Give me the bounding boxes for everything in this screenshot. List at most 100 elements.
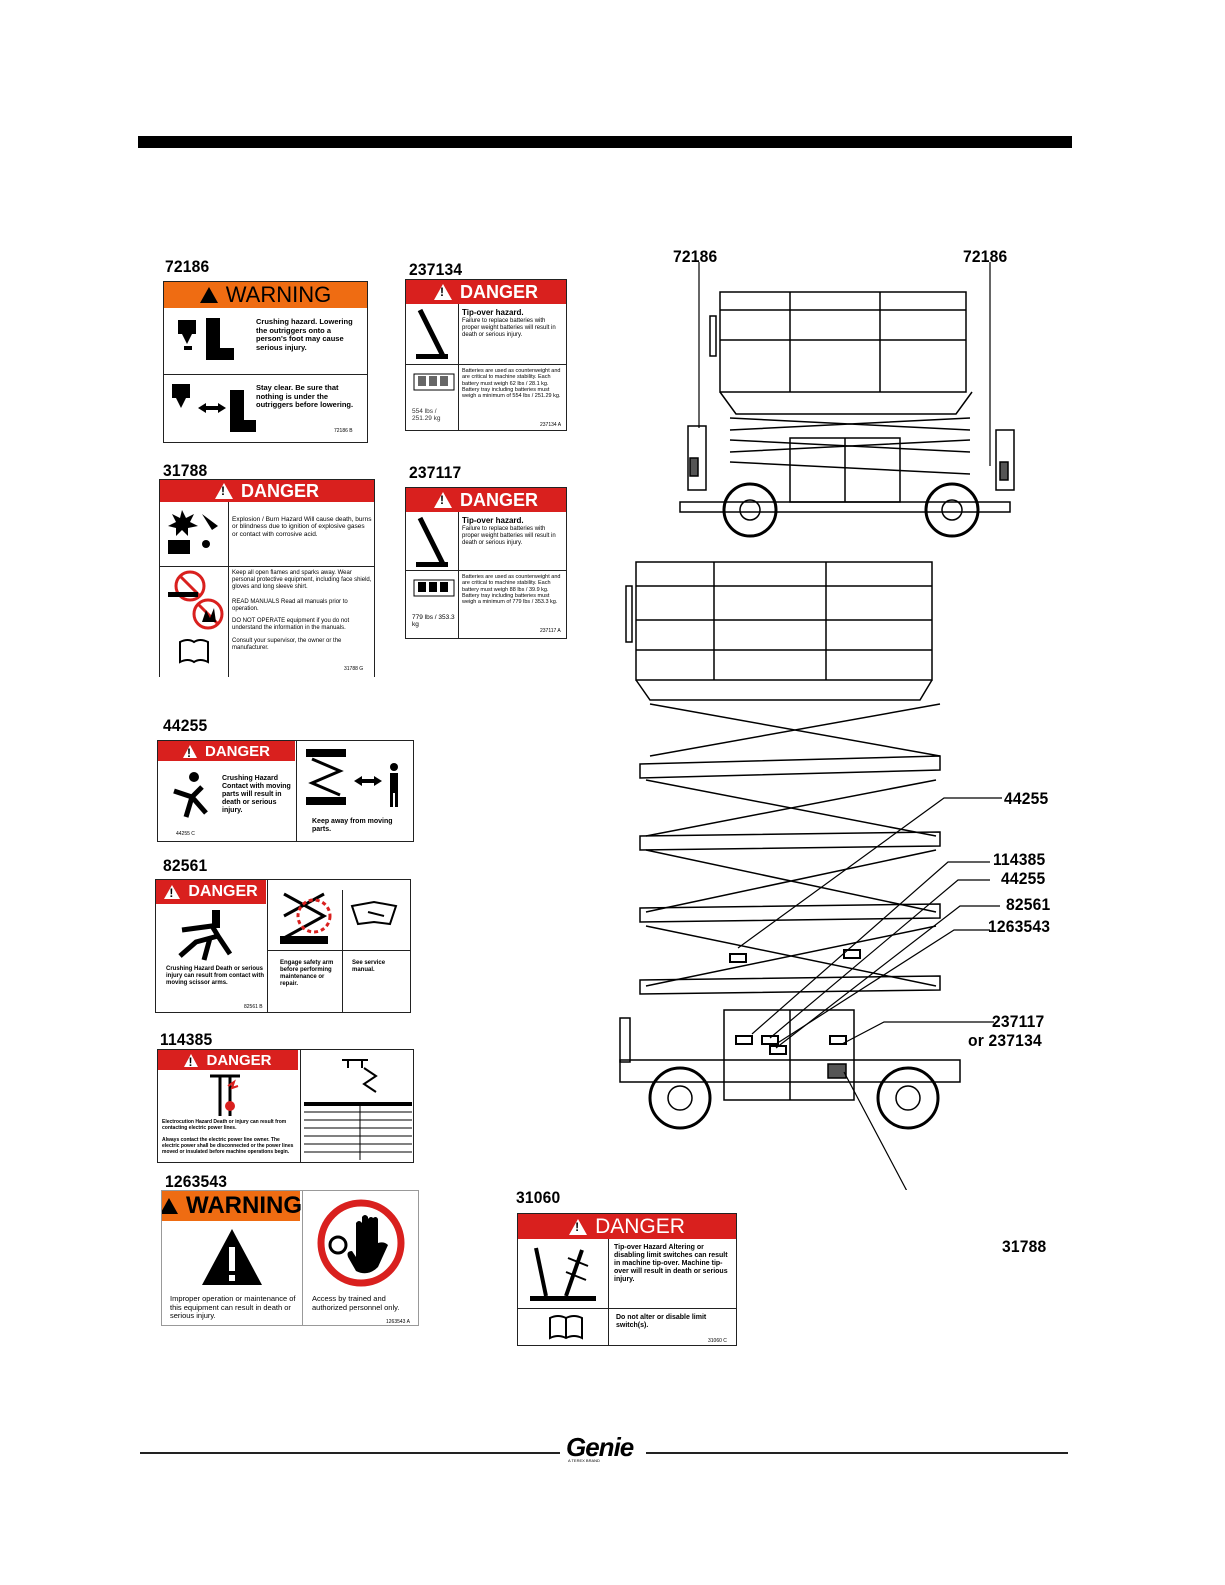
alert-triangle-icon (184, 1053, 199, 1069)
decal-31788: DANGER Explosion / Burn Hazard Will caus… (159, 479, 375, 677)
callout-72186-left: 72186 (673, 247, 718, 266)
decal-code: 44255 C (176, 831, 195, 837)
decal-text-1: Electrocution Hazard Death or injury can… (162, 1119, 287, 1131)
decal-114385: DANGER Electrocution Hazard Death or inj… (157, 1049, 414, 1163)
callout-44255-a: 44255 (1004, 789, 1049, 808)
explosion-acid-icon (168, 510, 218, 554)
callout-237117: 237117 (992, 1012, 1045, 1031)
alert-triangle-icon (214, 483, 233, 499)
decal-text-3: READ MANUALS Read all manuals prior to o… (232, 599, 348, 612)
decal-text-4: DO NOT OPERATE equipment if you do not u… (232, 618, 350, 631)
alert-triangle-icon (164, 885, 181, 900)
decal-text-2: Keep all open flames and sparks away. We… (232, 570, 372, 590)
decal-code: 31788 G (344, 666, 364, 672)
battery-weight: 779 lbs / 353.3 kg (412, 614, 455, 629)
danger-header: DANGER (156, 880, 266, 904)
decal-number-114385: 114385 (160, 1030, 213, 1049)
footer-rule-right (646, 1452, 1068, 1454)
decal-number-31788: 31788 (163, 461, 208, 480)
danger-header: DANGER (406, 280, 566, 304)
decal-text-2: Always contact the electric power line o… (162, 1137, 294, 1155)
top-rule (138, 136, 1072, 148)
callout-44255-b: 44255 (1001, 869, 1046, 888)
decal-237117: DANGER Tip-over hazard.Failure to replac… (405, 487, 567, 639)
decal-text-2: Access by trained and authorized personn… (312, 1294, 400, 1312)
machine-drawing (619, 262, 1015, 1190)
warning-triangle-icon (202, 1229, 262, 1285)
decal-code: 1263543 A (386, 1319, 410, 1325)
warning-header: WARNING (162, 1191, 302, 1221)
decal-text-3: See service manual. (352, 960, 386, 973)
clearance-table (304, 1102, 412, 1160)
decal-text-1: Tip-over hazard.Failure to replace batte… (462, 516, 556, 546)
decal-number-44255: 44255 (163, 716, 208, 735)
safety-arm-icon (280, 892, 332, 944)
electrocution-icon (210, 1074, 240, 1116)
decal-text-1: Crushing Hazard Death or serious injury … (166, 966, 265, 986)
decal-number-82561: 82561 (163, 856, 208, 875)
decal-code: 237134 A (540, 422, 562, 428)
genie-logo: Genie (566, 1432, 634, 1462)
tip-over-icon (416, 516, 448, 568)
callout-72186-right: 72186 (963, 247, 1008, 266)
alert-triangle-icon (162, 1198, 178, 1214)
decal-code: 237117 A (540, 628, 561, 634)
decal-number-237117: 237117 (409, 463, 462, 482)
decal-text-2: Batteries are used as counterweight and … (462, 368, 561, 400)
warning-header: WARNING (164, 282, 367, 308)
stay-clear-icon (172, 384, 256, 432)
callout-1263543: 1263543 (988, 917, 1051, 936)
callout-114385: 114385 (993, 850, 1046, 869)
keep-away-icon (306, 749, 398, 807)
callout-leader-lines (698, 262, 1002, 1190)
decal-text-2: Batteries are used as counterweight and … (462, 574, 561, 606)
crushed-person-icon (178, 910, 233, 961)
decal-text-1: Improper operation or maintenance of thi… (170, 1294, 296, 1321)
callout-82561: 82561 (1006, 895, 1051, 914)
tip-over-icon (416, 308, 448, 360)
danger-header: DANGER (406, 488, 566, 512)
danger-header: DANGER (518, 1214, 736, 1239)
header-label: WARNING (225, 282, 332, 307)
decal-text-1: Tip-over hazard.Failure to replace batte… (462, 308, 556, 338)
foot-crush-icon (178, 318, 234, 360)
decal-code: 31060 C (708, 1338, 727, 1344)
no-access-icon (317, 1199, 405, 1287)
alert-triangle-icon (433, 492, 452, 508)
decal-text-5: Consult your supervisor, the owner or th… (232, 638, 342, 651)
decal-code: 72186 B (334, 428, 353, 434)
callout-31788: 31788 (1002, 1237, 1047, 1256)
decal-31060: DANGER Tip-over Hazard Altering or disab… (517, 1213, 737, 1346)
alert-triangle-icon (199, 287, 218, 303)
footer-rule-left (140, 1452, 560, 1454)
decal-237134: DANGER Tip-over hazard.Failure to replac… (405, 279, 567, 431)
service-manual-icon (350, 900, 398, 926)
decal-number-1263543: 1263543 (165, 1172, 228, 1191)
decal-text-1: Crushing Hazard Contact with moving part… (222, 775, 291, 815)
raised-machine-drawing (619, 561, 961, 1130)
decal-code: 82561 B (244, 1004, 263, 1010)
battery-weight: 554 lbs / 251.29 kg (412, 408, 441, 423)
limit-switch-tip-over-icon (530, 1247, 596, 1301)
alert-triangle-icon (182, 744, 197, 760)
decal-text-2: Keep away from moving parts. (312, 818, 393, 834)
decal-44255: DANGER Crushing Hazard Contact with movi… (157, 740, 414, 842)
decal-text-2: Stay clear. Be sure that nothing is unde… (256, 383, 354, 410)
danger-header: DANGER (160, 480, 374, 502)
alert-triangle-icon (433, 284, 452, 300)
danger-header: DANGER (158, 1050, 298, 1070)
decal-text-2: Engage safety arm before performing main… (280, 960, 334, 987)
decal-1263543: WARNING Improper operation or maintenanc… (161, 1190, 419, 1326)
crushed-person-icon (173, 772, 208, 818)
decal-number-72186: 72186 (165, 257, 210, 276)
no-flame-icon (168, 570, 224, 664)
decal-82561: DANGER Crushing Hazard Death or serious … (155, 879, 411, 1013)
callout-237134: or 237134 (968, 1031, 1042, 1050)
battery-tray-icon (413, 373, 455, 391)
decal-number-237134: 237134 (409, 260, 463, 279)
decal-text-2: Do not alter or disable limit switch(s). (616, 1314, 707, 1330)
decal-text-1: Crushing hazard. Lowering the outriggers… (256, 317, 353, 352)
logo-subtitle: A TEREX BRAND (568, 1458, 600, 1463)
decal-72186: WARNING Crushing hazard. Lowering the ou… (163, 281, 368, 443)
stowed-machine-drawing (679, 291, 1015, 538)
